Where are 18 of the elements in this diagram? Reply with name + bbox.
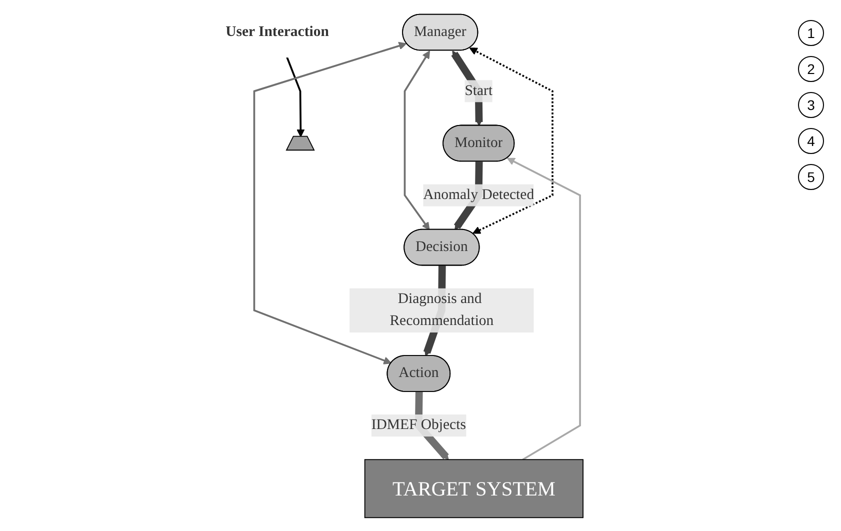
arrow xyxy=(404,50,430,230)
callout-number: 3 xyxy=(798,92,824,118)
edge-label: Diagnosis and Recommendation xyxy=(390,291,494,329)
callout-number: 1 xyxy=(798,20,824,46)
node-box xyxy=(364,459,584,518)
arrow xyxy=(506,158,581,460)
callout-number: 5 xyxy=(798,164,824,190)
node-text: User Interaction xyxy=(226,24,329,40)
node-trapezoid xyxy=(286,136,315,151)
arrow xyxy=(253,42,407,364)
arrow xyxy=(469,48,554,234)
callout-number: 4 xyxy=(798,128,824,154)
edge-label: IDMEF Objects xyxy=(371,417,466,433)
edge-label: Start xyxy=(464,82,493,99)
edge-label: Anomaly Detected xyxy=(423,186,534,203)
diagram: User Interaction Manager Start Monitor Anomaly Detected Decision Diagnosis and Recommendation Action IDMEF Objects TARGET SYSTEM xyxy=(0,0,781,525)
arrow xyxy=(286,56,305,138)
callout-number: 2 xyxy=(798,56,824,82)
